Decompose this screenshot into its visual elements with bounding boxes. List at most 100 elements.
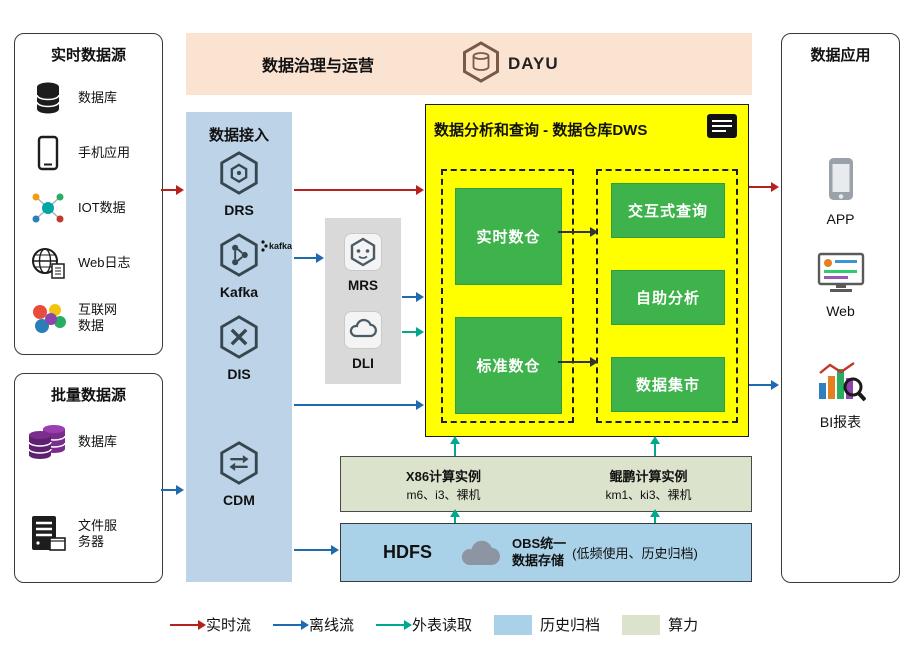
list-item: 互联网数据 — [27, 296, 157, 340]
service-item: DLI — [325, 310, 401, 371]
compute-title: X86计算实例 — [405, 468, 482, 484]
ingestion-label: DRS — [224, 202, 254, 218]
hdfs-label: HDFS — [383, 542, 432, 562]
arrow-storage-to-compute-right — [650, 509, 660, 523]
arrow-kafka-to-mrs — [294, 253, 324, 263]
file-server-icon — [27, 514, 69, 554]
red-arrow-icon — [170, 619, 206, 630]
ingestion-item: DIS — [186, 314, 292, 382]
arrow-dli-to-dws — [402, 327, 424, 337]
web-log-icon — [27, 246, 69, 280]
source-label: 互联网数据 — [78, 301, 118, 333]
storage-panel: HDFS OBS统一 数据存储 (低频使用、历史归档) — [340, 523, 752, 582]
dws-title: 数据分析和查询 - 数据仓库DWS — [434, 122, 648, 139]
ingestion-item: DRS — [186, 150, 292, 218]
dli-icon — [343, 311, 383, 354]
node-interactive-query: 交互式查询 — [611, 183, 725, 238]
arrow-cdm-to-hdfs — [294, 545, 339, 555]
arrow-dws-to-bi — [749, 380, 779, 390]
app-phone-icon — [827, 158, 855, 206]
database-icon — [27, 80, 69, 116]
mrs-icon — [343, 233, 383, 276]
app-label: APP — [826, 211, 855, 227]
warehouse-group: 实时数仓 标准数仓 — [441, 169, 574, 423]
internet-data-icon — [27, 302, 69, 334]
governance-title: 数据治理与运营 — [262, 58, 375, 75]
list-item: 手机应用 — [27, 133, 157, 173]
arrow-drs-to-dws — [294, 185, 424, 195]
list-item: Web日志 — [27, 243, 157, 283]
service-item: MRS — [325, 232, 401, 293]
governance-banner: 数据治理与运营 DAYU — [186, 33, 752, 95]
legend-label: 实时流 — [206, 617, 252, 634]
compute-swatch-icon — [622, 614, 661, 635]
applications-title: 数据应用 — [810, 47, 871, 64]
legend-item-archive: 历史归档 — [494, 614, 600, 635]
kafka-hexagon-icon — [216, 233, 262, 282]
source-label: IOT数据 — [78, 199, 126, 215]
source-label: 数据库 — [78, 89, 118, 105]
dayu-hexagon-icon — [462, 40, 500, 88]
mobile-app-icon — [27, 135, 69, 171]
service-label: MRS — [348, 278, 378, 293]
list-item: 数据库 — [27, 78, 157, 118]
app-item: BI报表 — [782, 359, 899, 432]
list-item: IOT数据 — [27, 188, 157, 228]
obs-cloud-icon — [458, 538, 504, 568]
source-label: 手机应用 — [78, 144, 131, 160]
legend-item-offline-flow: 离线流 — [273, 614, 354, 635]
batch-sources-title: 批量数据源 — [50, 387, 126, 404]
teal-arrow-icon — [376, 619, 413, 630]
ingestion-label: DIS — [227, 366, 251, 382]
node-data-mart: 数据集市 — [611, 357, 725, 412]
compute-title: 鲲鹏计算实例 — [609, 468, 688, 484]
app-item: APP — [782, 156, 899, 227]
ingestion-label: Kafka — [219, 284, 259, 300]
node-self-service-analysis: 自助分析 — [611, 270, 725, 325]
mart-group: 交互式查询 自助分析 数据集市 — [596, 169, 738, 423]
arrow-compute-to-dws-left — [450, 436, 460, 456]
kunpeng-compute: 鲲鹏计算实例 km1、ki3、裸机 — [546, 457, 751, 511]
arrow-mrs-to-dws — [402, 292, 424, 302]
app-label: BI报表 — [819, 414, 862, 430]
arrow-storage-to-compute-left — [450, 509, 460, 523]
bi-report-icon — [816, 362, 866, 407]
legend-label: 离线流 — [309, 617, 355, 634]
source-label: 文件服务器 — [78, 517, 118, 549]
compute-instances-panel: X86计算实例 m6、i3、裸机 鲲鹏计算实例 km1、ki3、裸机 — [340, 456, 752, 512]
kafka-wordmark: kafka — [260, 240, 292, 252]
realtime-sources-panel: 实时数据源 数据库 手机应用 IOT数据 Web日志 — [14, 33, 163, 355]
dis-hexagon-icon — [216, 315, 262, 364]
ingestion-label: CDM — [223, 492, 255, 508]
iot-icon — [27, 191, 69, 225]
list-item: 数据库 — [27, 416, 157, 468]
service-label: DLI — [352, 356, 374, 371]
analytics-services-panel: MRS DLI — [325, 218, 401, 384]
ingestion-item: CDM — [186, 440, 292, 508]
arrow-dws-to-app — [749, 182, 779, 192]
storage-note: (低频使用、历史归档) — [572, 546, 698, 561]
legend-label: 历史归档 — [540, 617, 601, 634]
web-monitor-icon — [817, 252, 865, 298]
arrow-compute-to-dws-right — [650, 436, 660, 456]
source-label: 数据库 — [78, 433, 118, 449]
node-realtime-warehouse: 实时数仓 — [455, 188, 562, 285]
arrow-ingestion-to-dws — [294, 400, 424, 410]
app-item: Web — [782, 252, 899, 319]
database-cluster-icon — [27, 422, 69, 462]
drs-hexagon-icon — [216, 151, 262, 200]
dayu-label: DAYU — [508, 54, 559, 73]
applications-panel: 数据应用 APP Web BI报表 — [781, 33, 900, 583]
legend-item-realtime-flow: 实时流 — [170, 614, 251, 635]
batch-sources-panel: 批量数据源 数据库 文件服务器 — [14, 373, 163, 583]
document-icon — [706, 113, 738, 144]
source-label: Web日志 — [78, 254, 131, 270]
x86-compute: X86计算实例 m6、i3、裸机 — [341, 457, 546, 511]
legend-label: 算力 — [668, 617, 699, 634]
ingestion-item: kafka Kafka — [186, 232, 292, 300]
arrow-realtime-warehouse-to-query — [558, 227, 598, 237]
legend: 实时流 离线流 外表读取 历史归档 算力 — [170, 614, 698, 635]
legend-item-external-read: 外表读取 — [376, 614, 472, 635]
compute-subtitle: m6、i3、裸机 — [406, 487, 481, 502]
